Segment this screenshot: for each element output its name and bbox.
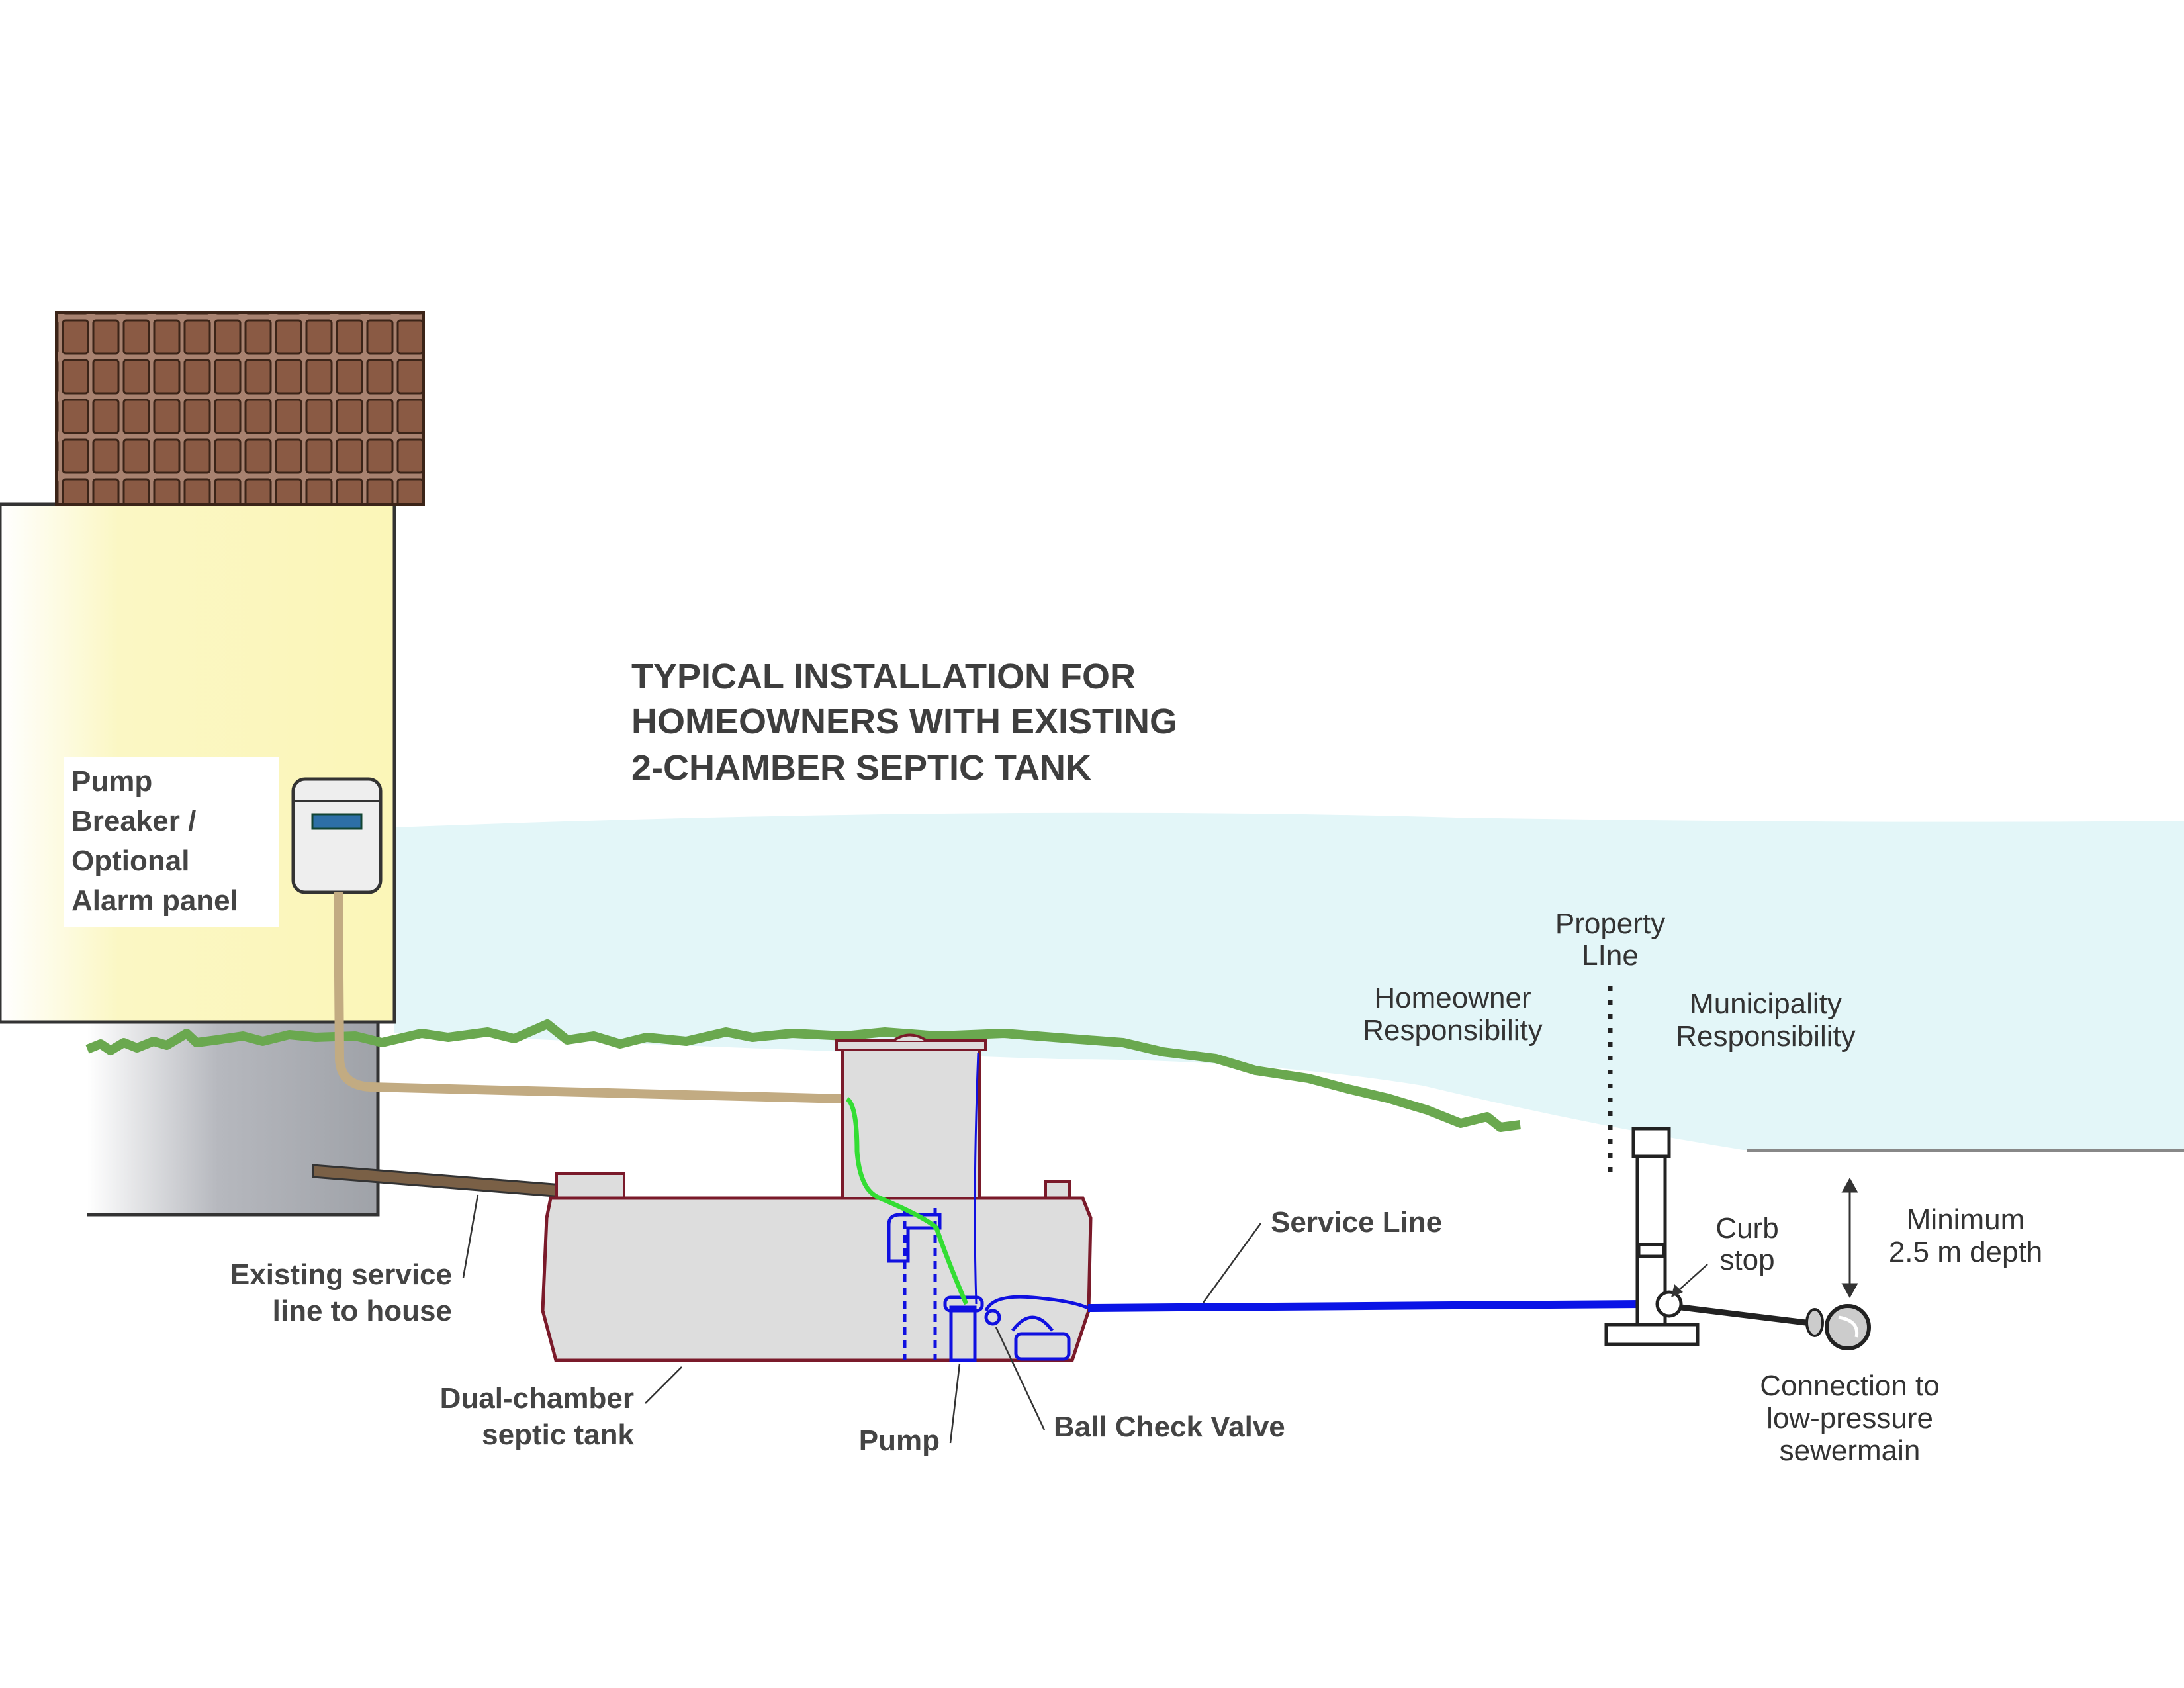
service-line-label: Service Line (1271, 1206, 1442, 1239)
house-roof (55, 311, 425, 506)
power-cable (334, 892, 846, 1103)
sky-band (394, 812, 2184, 1150)
curb-stop-icon (1604, 1127, 1817, 1346)
panel-label-2: Breaker / (71, 805, 196, 837)
ball-check-valve-label: Ball Check Valve (1054, 1411, 1285, 1443)
leader-service-line (1202, 1223, 1262, 1303)
min-depth-label-1: Minimum (1907, 1203, 2025, 1236)
dual-chamber-label-2: septic tank (482, 1419, 634, 1451)
leader-curb-stop (1674, 1264, 1708, 1295)
alarm-panel-icon (291, 777, 383, 894)
property-line-label-1: Property (1555, 908, 1665, 940)
depth-arrow (1841, 1177, 1858, 1299)
house-foundation (87, 1022, 378, 1215)
curb-stop-label-1: Curb (1715, 1212, 1778, 1244)
municipality-label-2: Responsibility (1676, 1020, 1855, 1053)
municipality-label-1: Municipality (1690, 988, 1842, 1020)
pump-label: Pump (859, 1425, 940, 1457)
title-line-1: TYPICAL INSTALLATION FOR (631, 657, 1136, 696)
dual-chamber-label-1: Dual-chamber (440, 1382, 634, 1415)
leader-existing-service (462, 1194, 479, 1278)
homeowner-label-2: Responsibility (1363, 1014, 1542, 1047)
service-line-pipe (1087, 1300, 1642, 1312)
title-line-3: 2-CHAMBER SEPTIC TANK (631, 748, 1091, 788)
pump-icon (887, 1052, 1089, 1362)
min-depth-label-2: 2.5 m depth (1889, 1236, 2042, 1268)
leader-pump (949, 1363, 961, 1444)
leader-ball-check (995, 1327, 1046, 1430)
connection-label-2: low-pressure (1766, 1402, 1933, 1434)
title-line-2: HOMEOWNERS WITH EXISTING (631, 702, 1177, 741)
connection-label-3: sewermain (1780, 1434, 1921, 1467)
panel-label-box (64, 757, 279, 927)
leader-dual-chamber (645, 1366, 682, 1404)
curb-stop-label-2: stop (1719, 1244, 1774, 1276)
property-line-label-2: LIne (1582, 939, 1639, 972)
existing-service-label-2: line to house (273, 1295, 452, 1327)
connection-label-1: Connection to (1760, 1370, 1940, 1402)
curb-arrowhead (1671, 1284, 1683, 1297)
grass-line (85, 1019, 1521, 1132)
panel-label-3: Optional (71, 845, 189, 877)
existing-service-label-1: Existing service (230, 1258, 452, 1291)
pump-wire (845, 1097, 969, 1305)
foundation-outline (87, 1020, 380, 1217)
homeowner-label-1: Homeowner (1374, 982, 1531, 1014)
panel-label-1: Pump (71, 765, 152, 798)
panel-label-4: Alarm panel (71, 884, 238, 917)
sewermain-connection-icon (1805, 1304, 1871, 1350)
septic-tank (541, 1033, 1093, 1362)
